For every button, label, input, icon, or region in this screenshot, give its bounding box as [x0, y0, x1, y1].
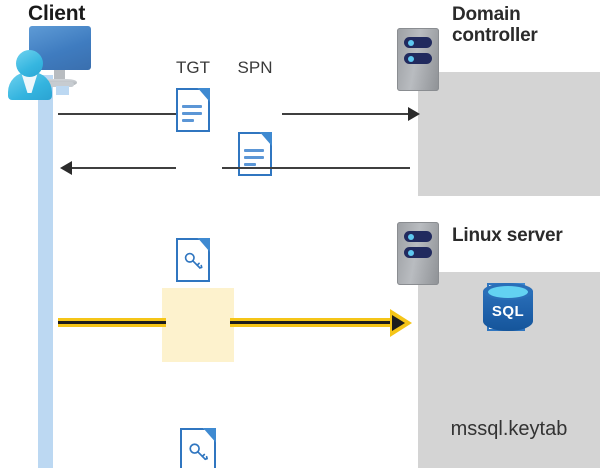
- document-body: [180, 428, 216, 468]
- sql-label: SQL: [491, 303, 525, 320]
- msg-3-gold-arrowhead-inner: [392, 315, 405, 331]
- server-led-bar-2: [404, 247, 432, 258]
- msg-3-gold-line-right: [230, 318, 392, 327]
- key-document-icon-highlighted: [180, 428, 216, 468]
- domain-controller-title: Domain controller: [452, 4, 592, 47]
- msg-2-line-right: [222, 167, 410, 169]
- document-text-lines: [182, 104, 202, 126]
- server-led-dot: [408, 233, 414, 240]
- tgt-document-icon: [176, 88, 210, 132]
- spn-label: SPN: [237, 58, 273, 77]
- document-text-lines: [244, 148, 264, 170]
- spn-document-icon: [238, 132, 272, 176]
- client-title: Client: [28, 2, 86, 25]
- monitor-foot: [56, 86, 69, 95]
- domain-controller-title-line2: controller: [452, 25, 538, 47]
- domain-controller-panel: [418, 72, 600, 196]
- person-head: [16, 50, 43, 77]
- server-led-bar-2: [404, 53, 432, 64]
- monitor-neck: [54, 70, 65, 80]
- client-workstation-icon: [6, 24, 92, 100]
- cylinder-top: [483, 283, 533, 300]
- msg-1-line-right: [282, 113, 410, 115]
- msg-3-gold-line-left: [58, 318, 166, 327]
- server-led-bar-1: [404, 231, 432, 242]
- domain-controller-server-icon: [397, 28, 439, 91]
- msg-1-arrowhead: [408, 107, 420, 121]
- client-lifeline: [38, 75, 53, 468]
- monitor-base-plate: [46, 82, 74, 87]
- linux-server-title: Linux server: [452, 225, 563, 246]
- msg-2-arrowhead: [60, 161, 72, 175]
- keytab-filename-label: mssql.keytab: [450, 418, 568, 440]
- domain-controller-title-line1: Domain: [452, 4, 521, 25]
- key-glyph-icon: [184, 252, 203, 269]
- tgt-label: TGT: [176, 58, 210, 77]
- server-led-bar-1: [404, 37, 432, 48]
- msg-1-line-left: [58, 113, 176, 115]
- server-led-dot: [408, 39, 414, 46]
- cylinder-top-inner: [488, 286, 528, 298]
- msg-3-gold-arrowhead: [390, 309, 412, 337]
- sql-database-icon: SQL: [483, 283, 533, 339]
- linux-server-icon: [397, 222, 439, 285]
- key-glyph-icon: [189, 443, 208, 460]
- msg-2-line-left: [72, 167, 176, 169]
- server-led-dot: [408, 55, 414, 62]
- key-document-icon: [176, 238, 210, 282]
- key-document-highlight-box: [162, 288, 234, 362]
- server-led-dot: [408, 249, 414, 256]
